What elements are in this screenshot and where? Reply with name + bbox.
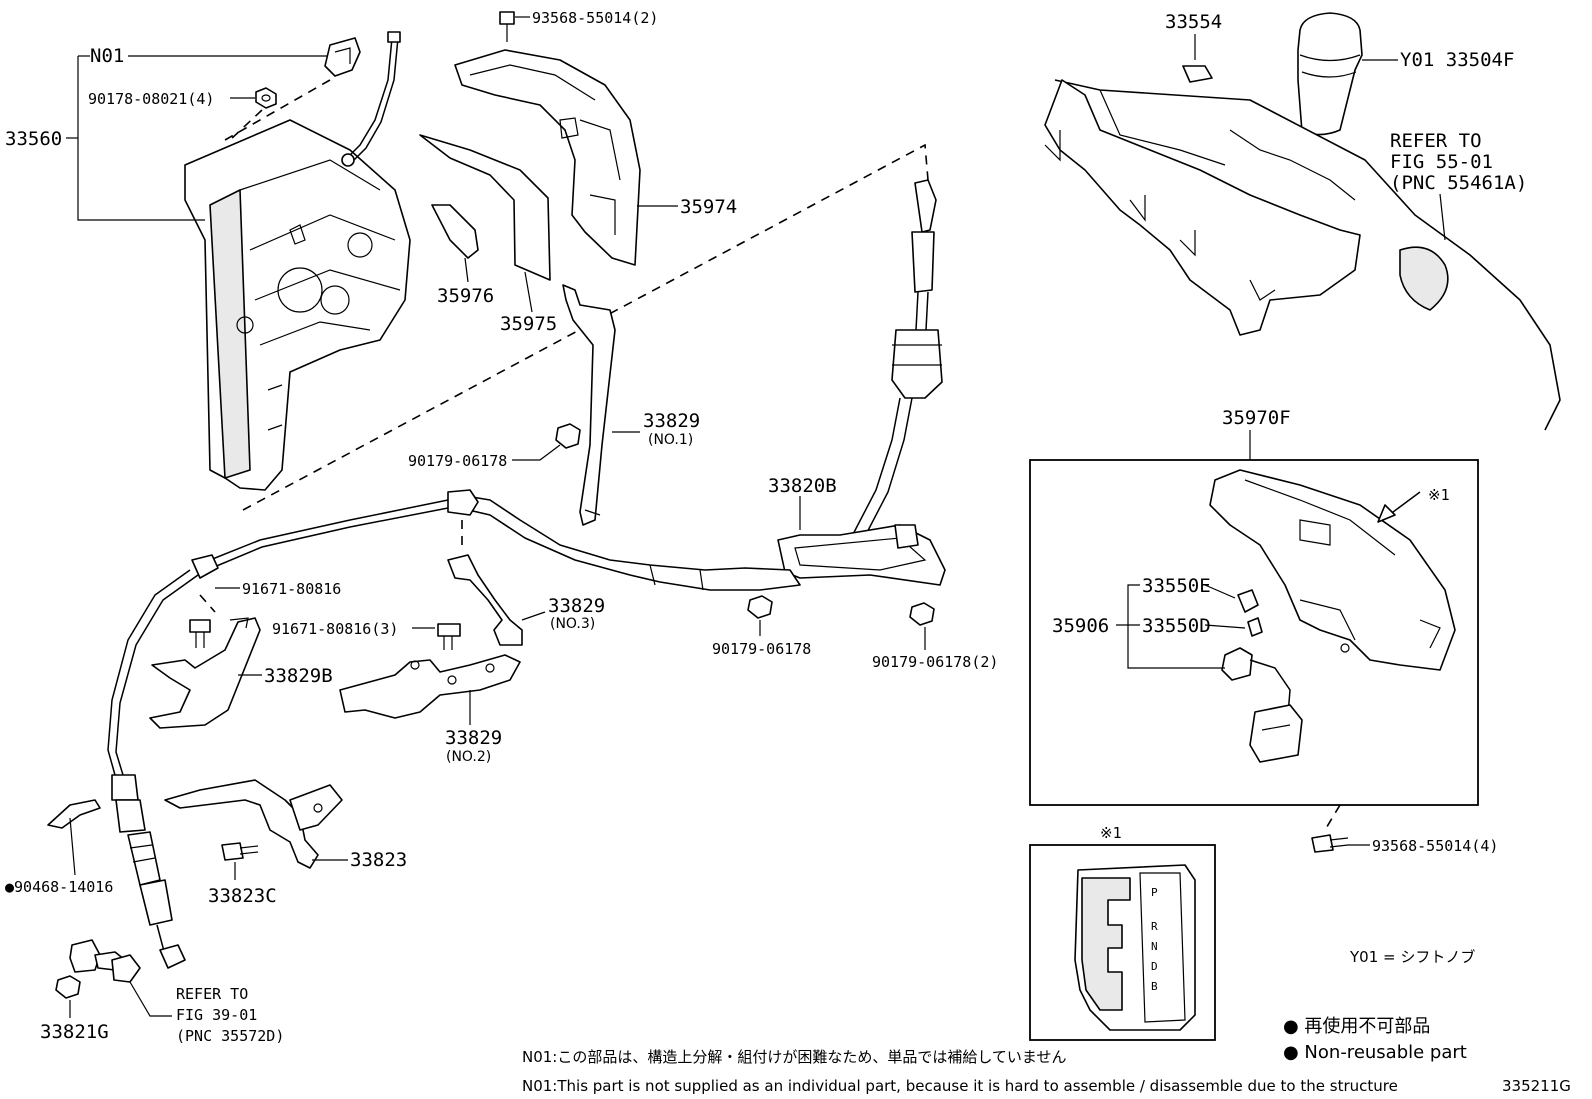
label-33829-no3-sub: (NO.3) [550, 616, 595, 632]
nut-90179-b[interactable] [747, 595, 773, 619]
bulb-33550d[interactable] [1247, 617, 1263, 637]
label-33560: 33560 [5, 128, 62, 150]
label-refer-to-1: REFER TO [1390, 130, 1482, 152]
label-33829b: 33829B [264, 665, 333, 687]
label-fig-55-01: FIG 55-01 [1390, 151, 1493, 173]
bracket-33823[interactable] [164, 779, 343, 869]
bracket-33829-no2[interactable] [339, 654, 521, 719]
bracket-33829-no3[interactable] [447, 554, 523, 646]
label-90468-14016: ●90468-14016 [5, 878, 113, 896]
label-n01: N01 [90, 45, 124, 67]
legend-jp: ● 再使用不可部品 [1283, 1016, 1430, 1037]
label-y01-33504f: Y01 33504F [1400, 49, 1514, 71]
plate-35975[interactable] [419, 134, 551, 281]
socket-wire[interactable] [1221, 647, 1303, 763]
link-parts-39-01[interactable] [69, 939, 141, 983]
cover-35974[interactable] [454, 49, 641, 266]
shift-knob[interactable] [1297, 12, 1363, 136]
label-90179-06178-a: 90179-06178 [408, 452, 507, 470]
note-n01-en: N01:This part is not supplied as an indi… [522, 1077, 1398, 1095]
label-35976: 35976 [437, 285, 494, 307]
bolt-91671-a[interactable] [189, 619, 211, 648]
bolt-93568-a[interactable] [499, 11, 515, 42]
note-n01-jp: N01:この部品は、構造上分解・組付けが困難なため、単品では補給していません [522, 1048, 1066, 1066]
figure-id: 335211G [1502, 1077, 1571, 1095]
label-pnc-55461a: (PNC 55461A) [1390, 172, 1527, 194]
label-pnc-35572d: (PNC 35572D) [176, 1027, 284, 1045]
label-33550e: 33550E [1142, 575, 1211, 597]
label-91671-80816-3: 91671-80816(3) [272, 620, 398, 638]
nut-90179-a[interactable] [555, 423, 581, 449]
label-refer-to-2: REFER TO [176, 985, 248, 1003]
gate-d: D [1151, 960, 1158, 973]
label-93568-55014-a: 93568-55014(2) [532, 9, 658, 27]
nut-33821g[interactable] [55, 975, 81, 999]
y01-note: Y01 = シフトノブ [1349, 948, 1475, 966]
label-35906: 35906 [1052, 615, 1109, 637]
console-panel[interactable] [1044, 79, 1561, 431]
label-33829-no3: 33829 [548, 595, 605, 617]
bulb-33550e[interactable] [1237, 589, 1259, 613]
label-90179-06178-b: 90179-06178 [712, 640, 811, 658]
gate-r: R [1151, 920, 1158, 933]
legend-en: ● Non-reusable part [1283, 1042, 1467, 1063]
gate-n: N [1151, 940, 1158, 953]
label-33821g: 33821G [40, 1021, 109, 1043]
plate-35976[interactable] [431, 204, 479, 259]
bolt-91671-b[interactable] [437, 623, 461, 650]
bracket-33829-no1[interactable] [562, 284, 616, 526]
label-33820b: 33820B [768, 475, 837, 497]
label-33823: 33823 [350, 849, 407, 871]
label-fig-39-01: FIG 39-01 [176, 1006, 257, 1024]
bolt-33823c[interactable] [221, 842, 259, 861]
label-33550d: 33550D [1142, 615, 1211, 637]
shift-cable-33820b[interactable] [107, 179, 946, 969]
label-90179-06178-c: 90179-06178(2) [872, 653, 998, 671]
label-35974: 35974 [680, 196, 737, 218]
label-90178-08021: 90178-08021(4) [88, 90, 214, 108]
label-33829-no2-sub: (NO.2) [446, 749, 491, 765]
shift-lever-assembly[interactable] [184, 31, 411, 491]
gate-b: B [1151, 980, 1158, 993]
label-33829-no1-sub: (NO.1) [648, 432, 693, 448]
label-91671-80816: 91671-80816 [242, 580, 341, 598]
nut-90178[interactable] [255, 87, 277, 109]
box-35970f [1029, 459, 1479, 806]
gate-p: P [1151, 886, 1158, 899]
nut-90179-c[interactable] [909, 602, 935, 626]
label-35970f: 35970F [1222, 407, 1291, 429]
label-35975: 35975 [500, 313, 557, 335]
bracket-33829b[interactable] [149, 617, 261, 729]
clip-90468[interactable] [47, 799, 101, 829]
box-shift-gate [1029, 844, 1216, 1041]
clip-33554[interactable] [1182, 65, 1213, 83]
label-33829-no1: 33829 [643, 410, 700, 432]
n01-clip[interactable] [324, 37, 361, 77]
label-33823c: 33823C [208, 885, 277, 907]
indicator-housing[interactable] [1209, 469, 1456, 671]
label-x1-box: ※1 [1100, 824, 1122, 842]
label-33829-no2: 33829 [445, 727, 502, 749]
bolt-93568-b[interactable] [1311, 834, 1349, 853]
shift-gate-plate [1074, 864, 1196, 1031]
label-x1-arrow: ※1 [1428, 486, 1450, 504]
label-33554: 33554 [1165, 11, 1222, 33]
label-93568-55014-4: 93568-55014(4) [1372, 837, 1498, 855]
